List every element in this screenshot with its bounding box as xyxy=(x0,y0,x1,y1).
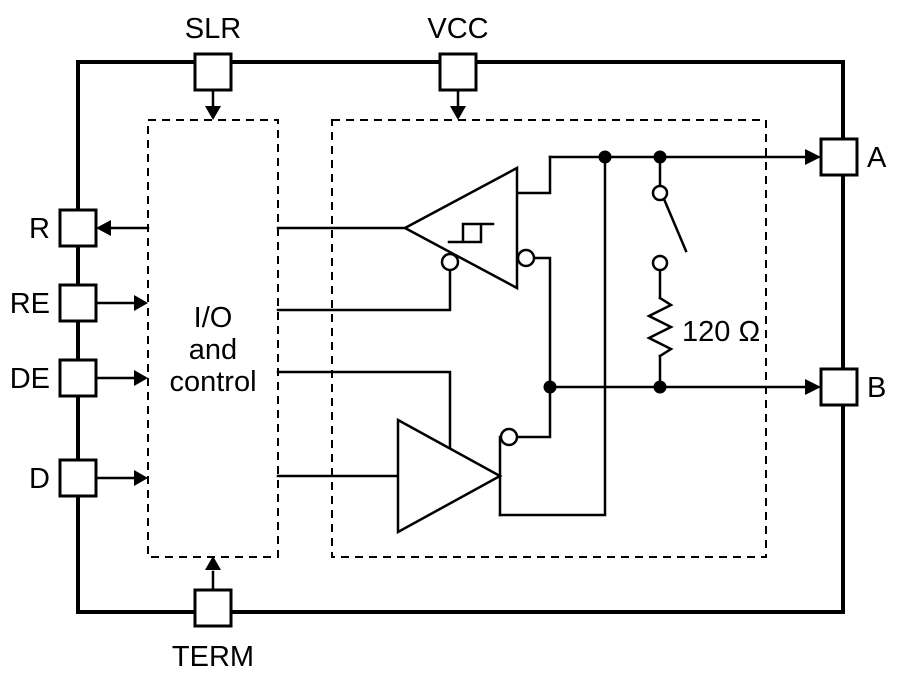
termination-switch-top-contact xyxy=(651,184,669,202)
pin-re-pad xyxy=(58,283,98,323)
pin-de-label: DE xyxy=(10,363,50,395)
pin-r-label: R xyxy=(29,213,50,245)
arrow-vcc-into-analog xyxy=(450,106,466,120)
pin-r-pad xyxy=(58,208,98,248)
pin-re-label: RE xyxy=(10,288,50,320)
wire-receiver-inverting-input xyxy=(532,256,552,389)
pin-slr-label: SLR xyxy=(185,13,241,45)
arrow-into-b-pin xyxy=(805,379,821,395)
arrow-re-into-io xyxy=(134,295,148,311)
wire-driver-enable xyxy=(276,370,452,451)
arrow-into-r-pin xyxy=(96,220,111,236)
pin-d-label: D xyxy=(29,463,50,495)
arrow-de-into-io xyxy=(134,370,148,386)
termination-network: 120 Ω xyxy=(646,184,760,358)
io-label-line3: control xyxy=(169,366,256,398)
pin-b-pad xyxy=(819,367,859,407)
termination-resistor xyxy=(646,296,674,358)
pin-d-pad xyxy=(58,458,98,498)
node-a-driver-junction xyxy=(598,150,612,164)
driver-symbol xyxy=(396,417,519,535)
pin-de-pad xyxy=(58,358,98,398)
receiver-enable-bubble xyxy=(440,252,460,272)
hysteresis-icon xyxy=(447,222,495,244)
arrow-into-a-pin xyxy=(805,149,821,165)
pin-a-label: A xyxy=(867,142,887,174)
wire-driver-inverting-output xyxy=(515,385,552,439)
arrow-d-into-io xyxy=(134,470,148,486)
arrow-term-into-io xyxy=(205,556,221,570)
io-label-line2: and xyxy=(189,334,237,366)
analog-block xyxy=(331,119,767,558)
node-b-driver-junction xyxy=(543,380,557,394)
termination-switch-blade xyxy=(662,197,688,253)
receiver-symbol xyxy=(402,165,536,291)
termination-resistor-value: 120 Ω xyxy=(682,316,760,348)
node-a-termination-junction xyxy=(653,150,667,164)
pin-term-label: TERM xyxy=(172,641,254,673)
receiver-inverting-input-bubble xyxy=(516,248,536,268)
node-b-termination-junction xyxy=(653,380,667,394)
arrow-slr-into-io xyxy=(205,106,221,120)
wire-receiver-noninverting-input xyxy=(515,155,552,195)
driver-inverting-output-bubble xyxy=(499,427,519,447)
receiver-triangle xyxy=(402,165,519,291)
driver-triangle xyxy=(396,417,503,535)
pin-term-pad xyxy=(193,588,233,628)
wire-driver-noninverting-output xyxy=(498,155,607,517)
pin-slr-pad xyxy=(193,52,233,92)
pin-a-pad xyxy=(819,137,859,177)
pin-vcc-pad xyxy=(438,52,478,92)
io-control-block-label: I/O and control xyxy=(169,302,256,398)
pin-vcc-label: VCC xyxy=(427,13,488,45)
wire-receiver-enable xyxy=(276,268,452,312)
io-label-line1: I/O xyxy=(194,302,233,334)
termination-switch-bottom-contact xyxy=(651,254,669,272)
pin-b-label: B xyxy=(867,372,886,404)
